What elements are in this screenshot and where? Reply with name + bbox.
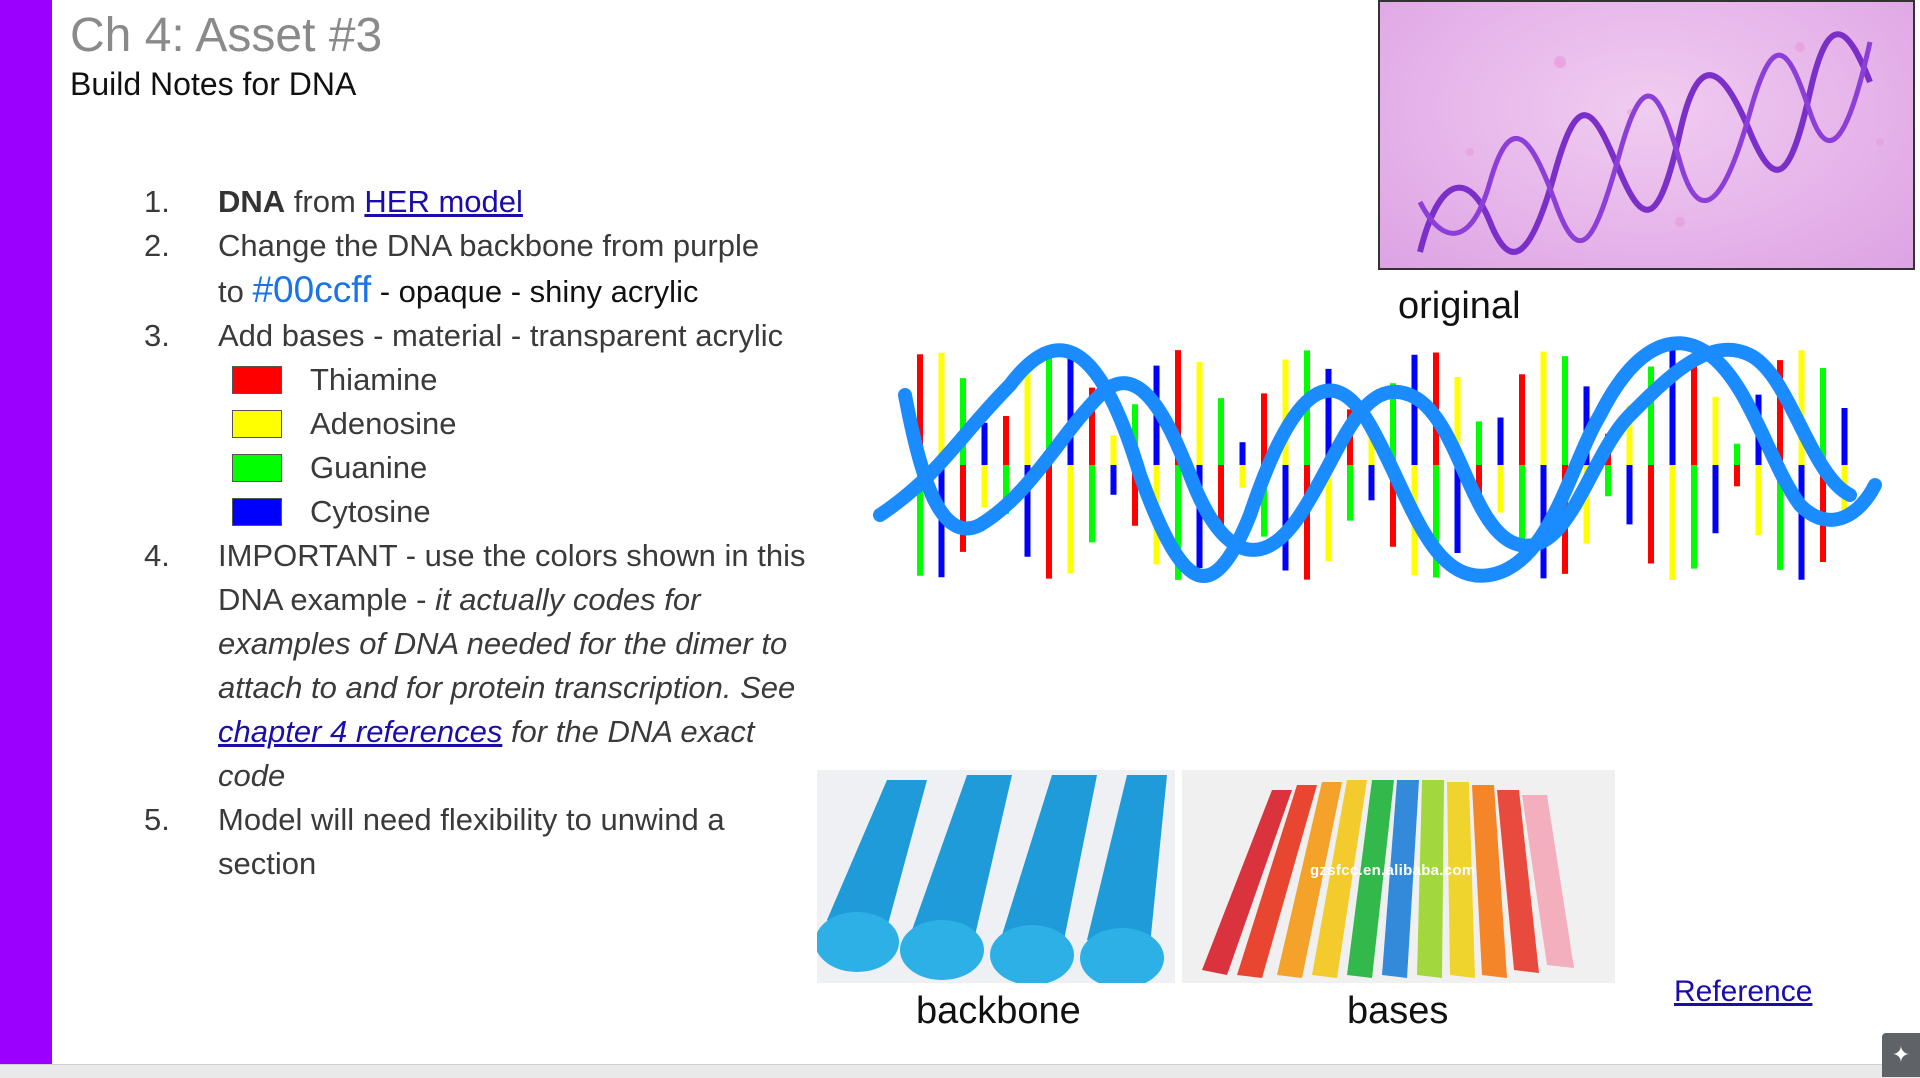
base-label: Adenosine bbox=[310, 406, 457, 441]
backbone-rods-photo bbox=[817, 770, 1175, 983]
her-model-link[interactable]: HER model bbox=[364, 184, 523, 219]
list-text: - opaque - shiny acrylic bbox=[371, 274, 699, 309]
reference-link[interactable]: Reference bbox=[1674, 975, 1813, 1008]
color-swatch-green bbox=[232, 454, 282, 482]
dna-helix-illustration bbox=[873, 336, 1882, 583]
hex-color-value: #00ccff bbox=[252, 269, 372, 310]
list-number: 1. bbox=[144, 184, 170, 219]
list-number: 5. bbox=[144, 802, 170, 837]
list-item-2: 2. Change the DNA backbone from purple t… bbox=[140, 224, 820, 314]
color-swatch-red bbox=[232, 366, 282, 394]
list-number: 2. bbox=[144, 228, 170, 263]
slide-accent-bar bbox=[0, 0, 52, 1064]
list-number: 4. bbox=[144, 538, 170, 573]
base-guanine: Guanine bbox=[232, 446, 820, 490]
base-label: Thiamine bbox=[310, 362, 438, 397]
slide-subtitle: Build Notes for DNA bbox=[70, 66, 357, 102]
colored-rods-icon bbox=[1182, 770, 1615, 983]
list-text-italic: for the DNA exact code bbox=[218, 714, 755, 793]
list-text: Change the DNA backbone from purple bbox=[218, 228, 760, 263]
blue-rods-icon bbox=[817, 770, 1175, 983]
base-label: Guanine bbox=[310, 450, 428, 485]
base-adenosine: Adenosine bbox=[232, 402, 820, 446]
list-text: from bbox=[285, 184, 365, 219]
list-text: Add bases - material - transparent acryl… bbox=[218, 318, 784, 353]
list-text: to bbox=[218, 274, 253, 309]
list-text: Model will need flexibility to unwind a … bbox=[218, 802, 725, 881]
image-watermark: gzsfcc.en.alibaba.com bbox=[1310, 862, 1476, 879]
caption-original: original bbox=[1398, 285, 1521, 327]
color-swatch-blue bbox=[232, 498, 282, 526]
explore-star-icon[interactable]: ✦ bbox=[1882, 1033, 1920, 1077]
list-item-3: 3. Add bases - material - transparent ac… bbox=[140, 314, 820, 534]
color-swatch-yellow bbox=[232, 410, 282, 438]
base-thiamine: Thiamine bbox=[232, 358, 820, 402]
bases-rods-photo: gzsfcc.en.alibaba.com bbox=[1182, 770, 1615, 983]
backbone-strand-a bbox=[873, 336, 1882, 583]
base-cytosine: Cytosine bbox=[232, 490, 820, 534]
chapter-references-link[interactable]: chapter 4 references bbox=[218, 714, 503, 749]
bottom-filmstrip-edge bbox=[0, 1064, 1920, 1078]
caption-backbone: backbone bbox=[916, 990, 1081, 1032]
caption-bases: bases bbox=[1347, 990, 1449, 1032]
base-pair-rungs bbox=[917, 350, 1848, 580]
original-dna-image bbox=[1378, 0, 1915, 270]
list-item-4: 4. IMPORTANT - use the colors shown in t… bbox=[140, 534, 820, 798]
list-item-5: 5. Model will need flexibility to unwind… bbox=[140, 798, 820, 886]
build-notes-list: 1. DNA from HER model 2. Change the DNA … bbox=[140, 180, 820, 886]
purple-helix-icon bbox=[1417, 31, 1884, 255]
backbone-strand-b bbox=[898, 342, 1857, 557]
list-item-1: 1. DNA from HER model bbox=[140, 180, 820, 224]
list-number: 3. bbox=[144, 318, 170, 353]
slide-title: Ch 4: Asset #3 bbox=[70, 9, 383, 62]
list-text: IMPORTANT - use the colors shown in this… bbox=[218, 538, 806, 617]
base-label: Cytosine bbox=[310, 494, 431, 529]
dna-label: DNA bbox=[218, 184, 286, 219]
list-text-italic: it actually codes for examples of DNA ne… bbox=[218, 582, 796, 705]
